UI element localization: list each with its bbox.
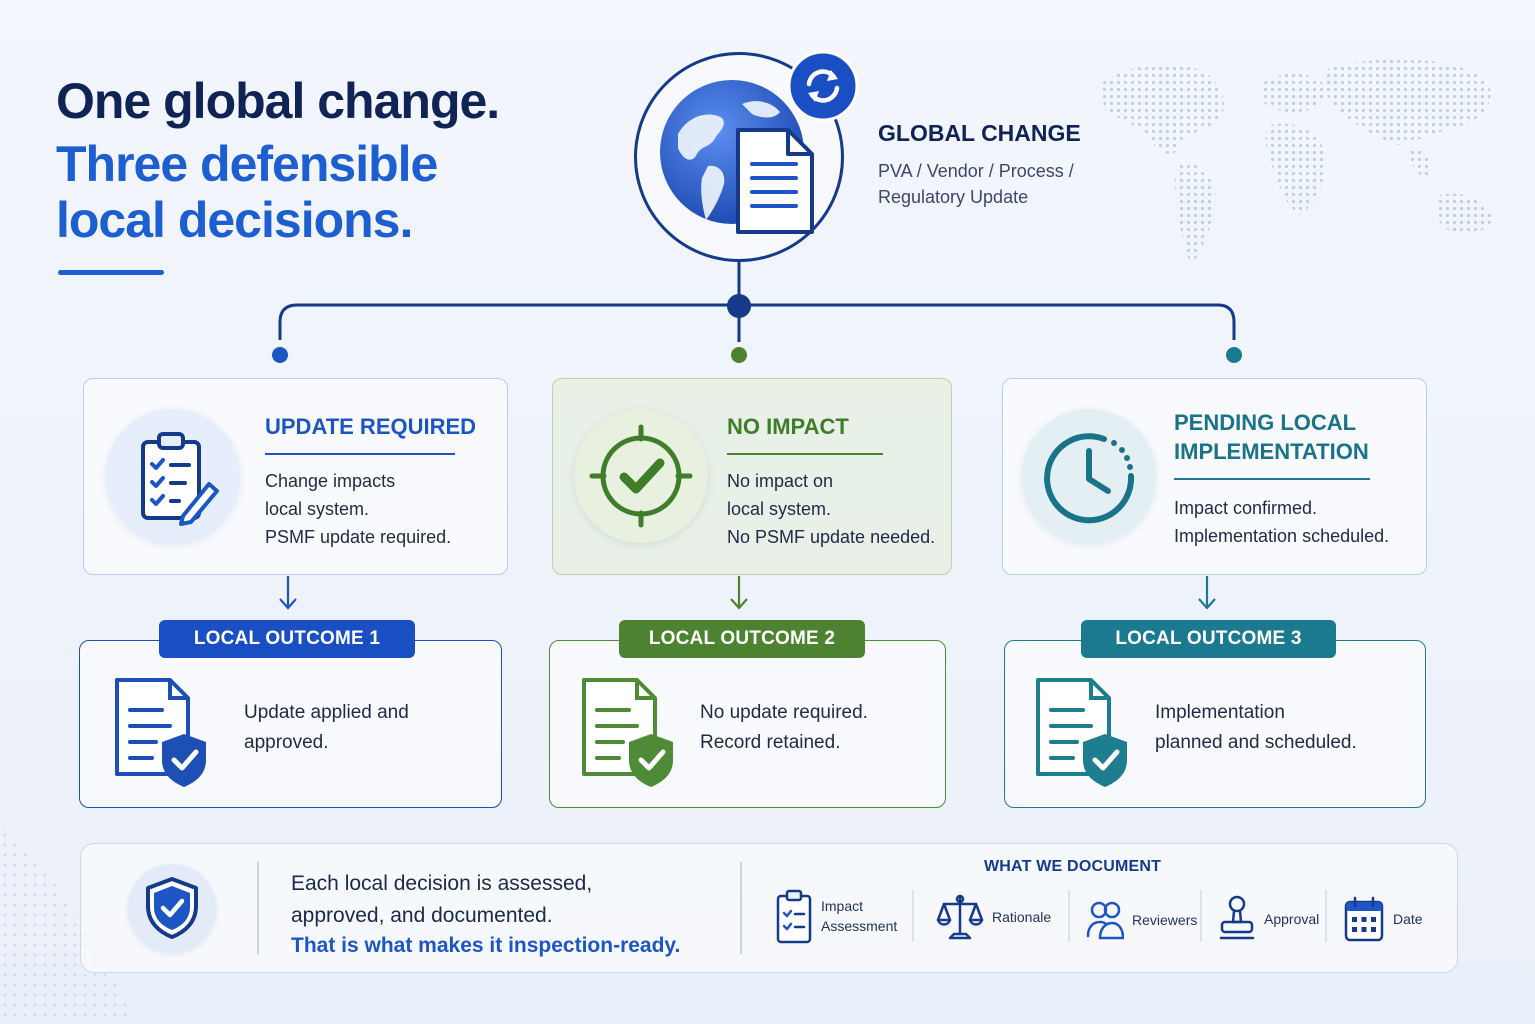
people-icon xyxy=(1086,901,1124,940)
outcome-text: No update required. Record retained. xyxy=(700,702,868,753)
calendar-icon xyxy=(1344,896,1384,942)
shield-check-icon xyxy=(146,877,198,939)
headline-primary: One global change. xyxy=(56,73,500,129)
doc-divider xyxy=(1200,890,1202,942)
clipboard-icon xyxy=(776,889,812,944)
decision-icon-circle xyxy=(574,409,708,543)
decision-icon-circle xyxy=(1022,409,1156,543)
world-map-decoration xyxy=(1100,59,1492,265)
what-we-document-title: WHAT WE DOCUMENT xyxy=(984,858,1162,875)
document-item-reviewers: Reviewers xyxy=(1086,898,1197,942)
decision-title: PENDING LOCAL IMPLEMENTATION xyxy=(1174,410,1369,464)
document-item-rationale: Rationale xyxy=(936,892,1051,942)
outcome-text: Update applied and approved. xyxy=(244,702,409,753)
target-check-icon xyxy=(589,424,693,528)
footer-divider xyxy=(257,862,259,954)
headline-secondary: Three defensible local decisions. xyxy=(56,136,438,248)
decision-divider xyxy=(727,453,883,455)
clipboard-checklist-icon xyxy=(141,432,219,526)
document-item-date: Date xyxy=(1343,895,1423,943)
stamp-icon xyxy=(1219,895,1255,940)
decision-body: No impact on local system. No PSMF updat… xyxy=(727,471,936,547)
footer-emphasis: That is what makes it inspection-ready. xyxy=(291,934,681,957)
decision-title: NO IMPACT xyxy=(727,414,849,439)
headline-underline xyxy=(58,270,164,275)
footer-shield-circle xyxy=(128,864,216,952)
decision-divider xyxy=(265,453,455,455)
decision-body: Impact confirmed. Implementation schedul… xyxy=(1174,498,1390,546)
outcome-text: Implementation planned and scheduled. xyxy=(1155,702,1357,753)
doc-divider xyxy=(912,890,914,942)
decision-divider xyxy=(1174,478,1370,480)
doc-divider xyxy=(1068,890,1070,942)
clock-icon xyxy=(1044,433,1135,524)
document-shield-icon xyxy=(582,678,673,787)
outcome-label: LOCAL OUTCOME 1 xyxy=(159,620,415,658)
decision-title: UPDATE REQUIRED xyxy=(265,414,477,439)
scales-icon xyxy=(936,894,984,940)
footer-statement: Each local decision is assessed, approve… xyxy=(291,872,593,927)
footer-divider xyxy=(740,862,742,954)
footer-panel xyxy=(80,843,1458,973)
document-item-impact-assessment: Impact Assessment xyxy=(775,888,897,944)
decision-tree-connectors xyxy=(272,262,1242,610)
document-shield-icon xyxy=(1036,678,1127,787)
globe-document-icon xyxy=(660,80,814,234)
decision-body: Change impacts local system. PSMF update… xyxy=(265,471,452,547)
decision-icon-circle xyxy=(106,409,240,543)
global-change-title: GLOBAL CHANGE xyxy=(878,120,1081,146)
global-change-subtitle: PVA / Vendor / Process / Regulatory Upda… xyxy=(878,161,1074,207)
doc-divider xyxy=(1325,890,1327,942)
document-item-approval: Approval xyxy=(1218,894,1319,944)
document-shield-icon xyxy=(115,678,206,787)
outcome-label: LOCAL OUTCOME 2 xyxy=(619,620,865,658)
dots-decoration xyxy=(0,820,140,1024)
refresh-icon xyxy=(787,50,859,122)
outcome-label: LOCAL OUTCOME 3 xyxy=(1081,620,1336,658)
